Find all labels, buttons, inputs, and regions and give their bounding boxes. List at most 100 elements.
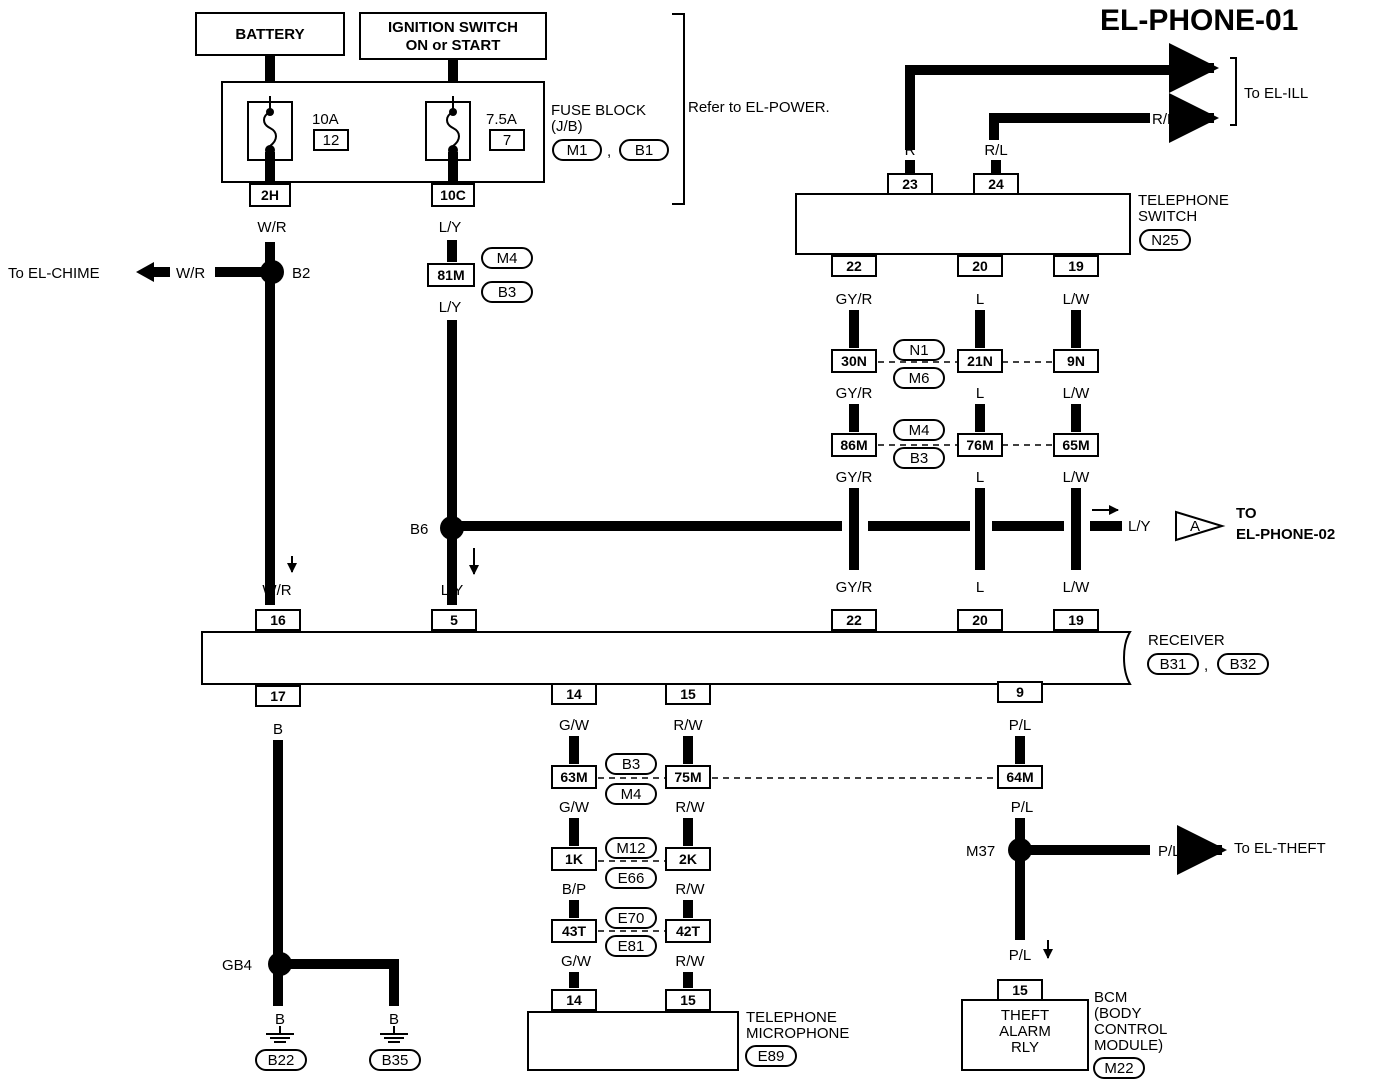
svg-text:M4: M4 [909, 422, 930, 439]
to-el-ill: To EL-ILL [1244, 85, 1308, 102]
svg-text:L/Y: L/Y [1128, 518, 1151, 535]
svg-text:,: , [607, 143, 611, 160]
svg-text:R/W: R/W [675, 881, 705, 898]
svg-text:L: L [976, 469, 984, 486]
svg-text:19: 19 [1068, 612, 1084, 628]
svg-text:B3: B3 [622, 756, 640, 773]
svg-text:21N: 21N [967, 353, 993, 369]
telephone-switch [795, 193, 1131, 255]
svg-text:1K: 1K [565, 851, 583, 867]
svg-text:R: R [905, 142, 916, 159]
terminal-10c: 10C [440, 187, 466, 203]
wire-wr-top: W/R [257, 219, 286, 236]
svg-text:65M: 65M [1062, 437, 1089, 453]
connector-81m: 81M [437, 267, 464, 283]
to-el-chime: To EL-CHIME [8, 265, 100, 282]
svg-text:B31: B31 [1160, 656, 1187, 673]
svg-text:9N: 9N [1067, 353, 1085, 369]
svg-text:14: 14 [566, 686, 582, 702]
svg-text:SWITCH: SWITCH [1138, 208, 1197, 225]
svg-text:63M: 63M [560, 769, 587, 785]
svg-text:43T: 43T [562, 923, 587, 939]
svg-text:B/P: B/P [562, 881, 586, 898]
svg-text:B: B [275, 1011, 285, 1028]
svg-text:20: 20 [972, 258, 988, 274]
svg-text:THEFT: THEFT [1001, 1007, 1049, 1024]
svg-text:GY/R: GY/R [836, 385, 873, 402]
svg-text:E81: E81 [618, 938, 645, 955]
svg-text:M1: M1 [567, 142, 588, 159]
svg-text:15: 15 [680, 992, 696, 1008]
wire-wr-chime: W/R [176, 265, 205, 282]
ground-icon [266, 1026, 294, 1043]
svg-text:17: 17 [270, 688, 286, 704]
ground-icon [380, 1026, 408, 1043]
splice-b2 [260, 260, 284, 284]
terminal-2h: 2H [261, 187, 279, 203]
svg-text:M4: M4 [497, 250, 518, 267]
svg-text:RLY: RLY [1011, 1039, 1039, 1056]
svg-text:L/W: L/W [1063, 385, 1091, 402]
svg-text:R/L: R/L [984, 142, 1007, 159]
svg-text:15: 15 [680, 686, 696, 702]
svg-text:22: 22 [846, 612, 862, 628]
svg-text:B1: B1 [635, 142, 653, 159]
svg-text:9: 9 [1016, 684, 1024, 700]
fuse1-number: 12 [323, 132, 340, 149]
svg-text:R: R [1168, 62, 1179, 79]
svg-text:GY/R: GY/R [836, 469, 873, 486]
telephone-switch-conn: N25 [1151, 232, 1179, 249]
splice-m37-label: M37 [966, 843, 995, 860]
fuse-block-conn-m1 [552, 139, 602, 161]
svg-text:L: L [976, 579, 984, 596]
svg-text:20: 20 [972, 612, 988, 628]
svg-text:L/Y: L/Y [441, 582, 464, 599]
svg-text:L/W: L/W [1063, 291, 1091, 308]
ground-b35: B35 [382, 1052, 409, 1069]
fuse2-number: 7 [503, 132, 511, 149]
arrow-left-icon [136, 262, 154, 282]
svg-text:G/W: G/W [561, 953, 592, 970]
wire-wr-bottom: W/R [262, 582, 291, 599]
svg-text:E70: E70 [618, 910, 645, 927]
svg-text:CONTROL: CONTROL [1094, 1021, 1167, 1038]
svg-text:E66: E66 [618, 870, 645, 887]
svg-text:B32: B32 [1230, 656, 1257, 673]
splice-gb4-label: GB4 [222, 957, 252, 974]
svg-text:(BODY: (BODY [1094, 1005, 1142, 1022]
svg-text:M12: M12 [616, 840, 645, 857]
fuse2-amp: 7.5A [486, 111, 517, 128]
svg-text:P/L: P/L [1009, 947, 1032, 964]
bcm-box [961, 999, 1089, 1071]
svg-text:L/W: L/W [1063, 469, 1091, 486]
svg-text:TELEPHONE: TELEPHONE [746, 1009, 837, 1026]
to-el-phone02-1: TO [1236, 505, 1257, 522]
svg-text:B: B [389, 1011, 399, 1028]
fuse1-amp: 10A [312, 111, 339, 128]
svg-text:42T: 42T [676, 923, 701, 939]
svg-text:GY/R: GY/R [836, 291, 873, 308]
svg-text:5: 5 [450, 612, 458, 628]
svg-text:MICROPHONE: MICROPHONE [746, 1025, 849, 1042]
svg-text:23: 23 [902, 176, 918, 192]
svg-text:M6: M6 [909, 370, 930, 387]
svg-text:GY/R: GY/R [836, 579, 873, 596]
ignition-label-2: ON or START [406, 37, 501, 54]
svg-text:L/Y: L/Y [439, 219, 462, 236]
fuse-block-conn-b1 [619, 139, 669, 161]
svg-text:L: L [976, 385, 984, 402]
svg-text:B3: B3 [910, 450, 928, 467]
svg-text:MODULE): MODULE) [1094, 1037, 1163, 1054]
fuse-block-jb: (J/B) [551, 118, 583, 135]
svg-text:L/Y: L/Y [439, 299, 462, 316]
connector-a-label: A [1190, 518, 1200, 535]
svg-text:19: 19 [1068, 258, 1084, 274]
battery-box [195, 12, 345, 56]
telephone-microphone [527, 1011, 739, 1071]
svg-text:R/W: R/W [675, 799, 705, 816]
microphone-conn: E89 [758, 1048, 785, 1065]
svg-text:24: 24 [988, 176, 1004, 192]
svg-text:86M: 86M [840, 437, 867, 453]
svg-text:P/L: P/L [1011, 799, 1034, 816]
